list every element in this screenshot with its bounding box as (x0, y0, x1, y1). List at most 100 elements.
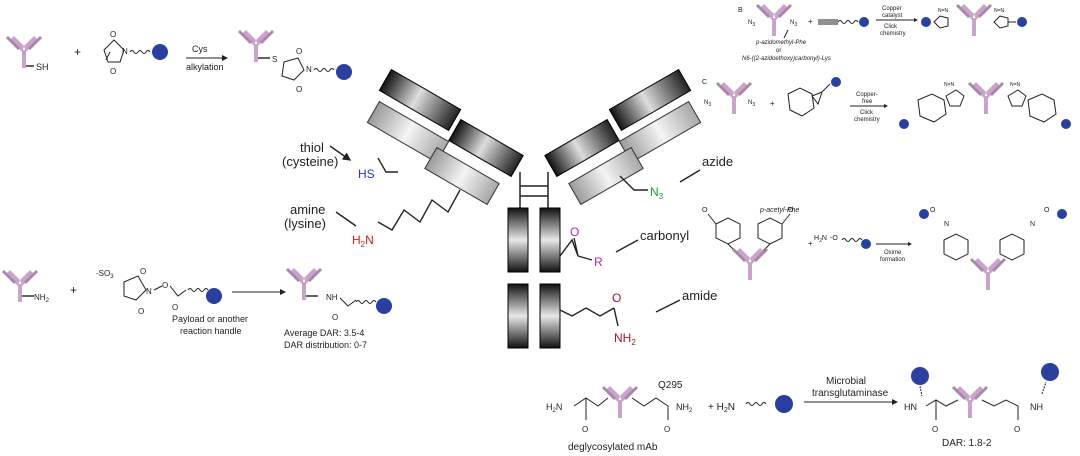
average-dar: Average DAR: 3.5-4 (284, 328, 364, 338)
payload-dot (376, 298, 392, 314)
svg-text:O: O (140, 267, 146, 276)
svg-text:+: + (808, 239, 813, 248)
svg-text:Q295: Q295 (658, 380, 683, 391)
svg-text:+: + (70, 283, 77, 297)
svg-text:Copper: Copper (882, 6, 902, 12)
svg-text:O: O (296, 47, 302, 56)
svg-text:HN: HN (904, 402, 917, 412)
nhs-ester-scheme: NH2 + -SO3 O O N O O Payload or another … (2, 267, 392, 350)
svg-text:N=N: N=N (1010, 82, 1021, 88)
svg-text:N=N: N=N (938, 8, 949, 14)
svg-text:+ H2N: + H2N (708, 402, 735, 414)
dar-label: DAR: 1.8-2 (942, 438, 992, 449)
svg-text:p-azidomethyl-Phe: p-azidomethyl-Phe (755, 40, 807, 46)
svg-text:N3: N3 (704, 100, 711, 108)
svg-text:NH: NH (326, 293, 338, 302)
deglycosylated-label: deglycosylated mAb (568, 442, 658, 453)
svg-text:chemistry: chemistry (880, 31, 906, 37)
svg-text:Copper-: Copper- (856, 92, 878, 98)
svg-text:O: O (930, 207, 936, 214)
svg-text:Cys: Cys (192, 44, 208, 54)
hs-label: HS (358, 167, 375, 181)
svg-text:N=N: N=N (994, 8, 1005, 14)
svg-text:O: O (788, 207, 794, 214)
payload-dot (152, 44, 168, 60)
svg-text:O: O (1044, 207, 1050, 214)
copper-free-click-scheme: C N3 N3 + Copper- free Click chemistry N… (702, 77, 1071, 129)
svg-text:N: N (944, 221, 949, 228)
svg-text:chemistry: chemistry (854, 117, 880, 123)
svg-text:formation: formation (880, 257, 905, 263)
svg-text:-SO3: -SO3 (96, 269, 114, 280)
svg-text:or: or (776, 48, 781, 54)
carbonyl-label: carbonyl (640, 228, 689, 243)
svg-text:+: + (770, 99, 775, 108)
thiol-label: thiol (300, 140, 324, 155)
carbonyl-o-label: O (570, 225, 579, 239)
svg-text:+: + (808, 17, 813, 26)
r-label: R (594, 255, 603, 269)
svg-text:NH2: NH2 (676, 402, 693, 414)
transglutaminase-scheme: Q295 H2N O O NH2 deglycosylated mAb + H2… (546, 363, 1059, 453)
azide-side-chain: N3 azide (619, 154, 733, 201)
lysine-label: (lysine) (284, 216, 326, 231)
svg-text:O: O (162, 281, 168, 290)
svg-text:O: O (110, 30, 116, 39)
svg-text:H2N: H2N (546, 402, 562, 414)
thiol-side-chain: HS thiol (cysteine) (282, 140, 398, 181)
svg-text:transglutaminase: transglutaminase (812, 388, 889, 399)
svg-text:Click: Click (860, 110, 874, 116)
amide-nh2-label: NH2 (614, 331, 636, 347)
svg-text:reaction handle: reaction handle (180, 326, 242, 336)
svg-text:B: B (738, 7, 743, 14)
svg-text:N=N: N=N (944, 82, 955, 88)
svg-text:S: S (272, 55, 277, 64)
svg-text:-O: -O (830, 235, 838, 242)
svg-text:O: O (932, 425, 938, 434)
svg-text:N: N (146, 287, 152, 296)
svg-text:N3: N3 (748, 100, 755, 108)
svg-text:O: O (702, 207, 708, 214)
svg-text:O: O (138, 307, 144, 316)
amide-side-chain: O NH2 amide (559, 288, 717, 347)
svg-text:N3: N3 (790, 20, 797, 28)
svg-text:SH: SH (36, 62, 49, 72)
svg-text:N6-((2-azidoethoxy)carbonyl)-L: N6-((2-azidoethoxy)carbonyl)-Lys (742, 56, 831, 62)
svg-text:N3: N3 (748, 20, 755, 28)
central-antibody (366, 68, 702, 349)
copper-click-scheme: B N3 N3 + p-azidomethyl-Phe or N6-((2-az… (738, 4, 1027, 62)
svg-text:Click: Click (884, 24, 898, 30)
amine-label: amine (290, 202, 325, 217)
svg-text:NH: NH (1030, 402, 1043, 412)
dar-distribution: DAR distribution: 0-7 (284, 340, 367, 350)
amide-label: amide (682, 288, 717, 303)
svg-text:+: + (74, 45, 81, 59)
svg-text:free: free (862, 99, 873, 105)
svg-text:N: N (122, 47, 128, 56)
svg-text:NH2: NH2 (34, 293, 50, 304)
svg-text:alkylation: alkylation (186, 62, 224, 72)
svg-text:O: O (582, 425, 588, 434)
svg-text:C: C (702, 79, 707, 86)
azide-label: azide (702, 154, 733, 169)
payload-dot (336, 64, 352, 80)
cys-alkylation-scheme: SH + O O N Cys alkylation S O O N (6, 30, 352, 94)
svg-text:O: O (664, 425, 670, 434)
svg-text:O: O (296, 85, 302, 94)
oxime-scheme: p-acetyl-Phe O O + H2N -O Oxime formatio… (702, 207, 1067, 290)
amine-side-chain: H2N amine (lysine) (284, 189, 461, 249)
n3-label: N3 (650, 185, 664, 201)
svg-text:N: N (1030, 221, 1035, 228)
amide-o-label: O (612, 291, 621, 305)
cysteine-label: (cysteine) (282, 154, 338, 169)
svg-text:O: O (1014, 425, 1020, 434)
svg-text:catalyst: catalyst (882, 13, 903, 19)
carbonyl-side-chain: O R carbonyl (559, 225, 689, 269)
payload-dot (206, 288, 222, 304)
svg-text:H2N: H2N (814, 235, 827, 244)
svg-text:p-acetyl-Phe: p-acetyl-Phe (759, 207, 799, 214)
svg-text:O: O (332, 313, 338, 322)
svg-text:Oxime: Oxime (884, 250, 902, 256)
h2n-label: H2N (352, 233, 374, 249)
